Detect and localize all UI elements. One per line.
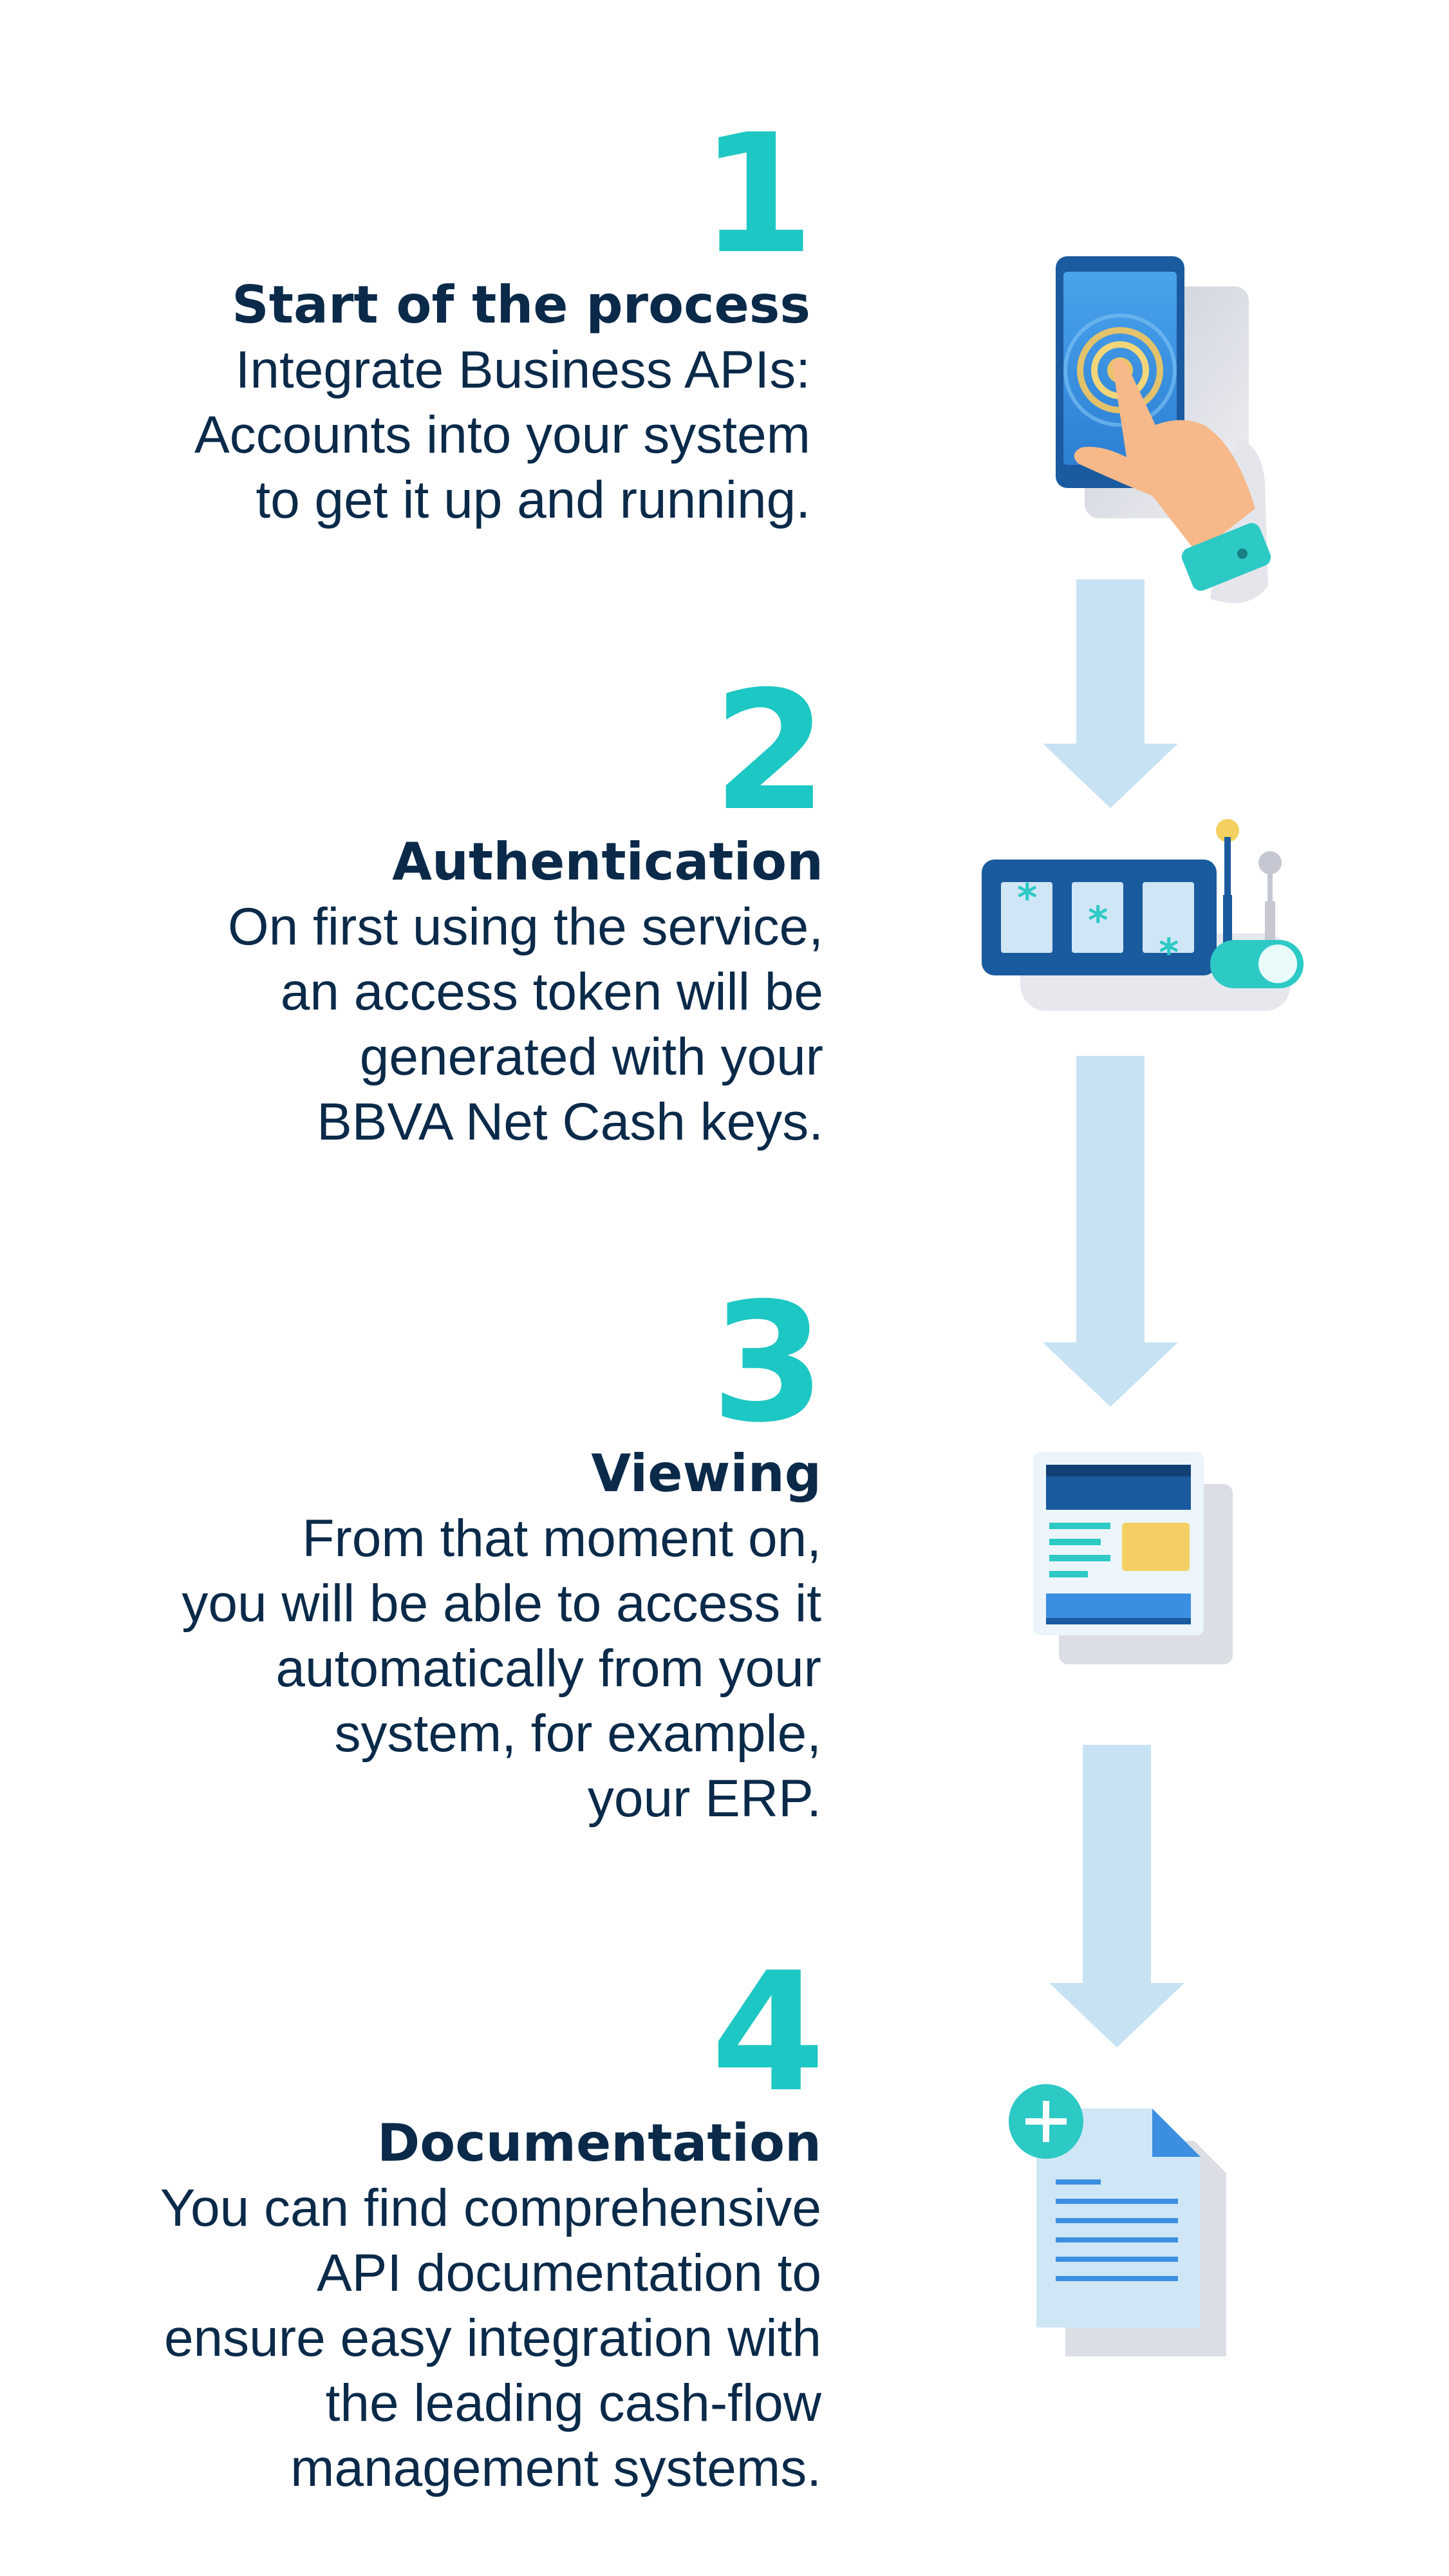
step-description: From that moment on, you will be able to…: [182, 1509, 821, 1828]
step-number: 2: [713, 656, 827, 847]
arrow-down-icon: [1049, 1745, 1184, 2047]
step-4: 4 Documentation You can find comprehensi…: [160, 1937, 825, 2501]
add-document-icon: [1007, 2083, 1239, 2360]
step-title: Documentation: [377, 2113, 821, 2173]
svg-text:*: *: [1159, 930, 1179, 975]
arrow-down-icon: [1043, 1056, 1178, 1407]
arrow-down-icon: [1043, 579, 1178, 808]
touch-phone-icon: [1043, 251, 1313, 650]
step-title: Start of the process: [232, 275, 810, 335]
dashboard-window-icon: [1033, 1452, 1239, 1671]
step-3: 3 Viewing From that moment on, you will …: [182, 1268, 825, 1831]
svg-text:*: *: [1017, 876, 1037, 921]
step-title: Viewing: [591, 1443, 821, 1503]
step-number: 3: [711, 1268, 825, 1459]
step-description: On first using the service, an access to…: [227, 898, 823, 1151]
step-description: You can find comprehensive API documenta…: [160, 2179, 821, 2497]
svg-text:*: *: [1088, 898, 1108, 943]
step-2: 2 Authentication On first using the serv…: [227, 656, 827, 1154]
step-description: Integrate Business APIs: Accounts into y…: [194, 341, 810, 529]
step-number: 4: [711, 1937, 825, 2129]
step-title: Authentication: [392, 832, 823, 892]
step-1: 1 Start of the process Integrate Busines…: [194, 99, 814, 532]
step-number: 1: [700, 99, 814, 290]
token-slot-machine-icon: * * *: [982, 811, 1323, 1030]
